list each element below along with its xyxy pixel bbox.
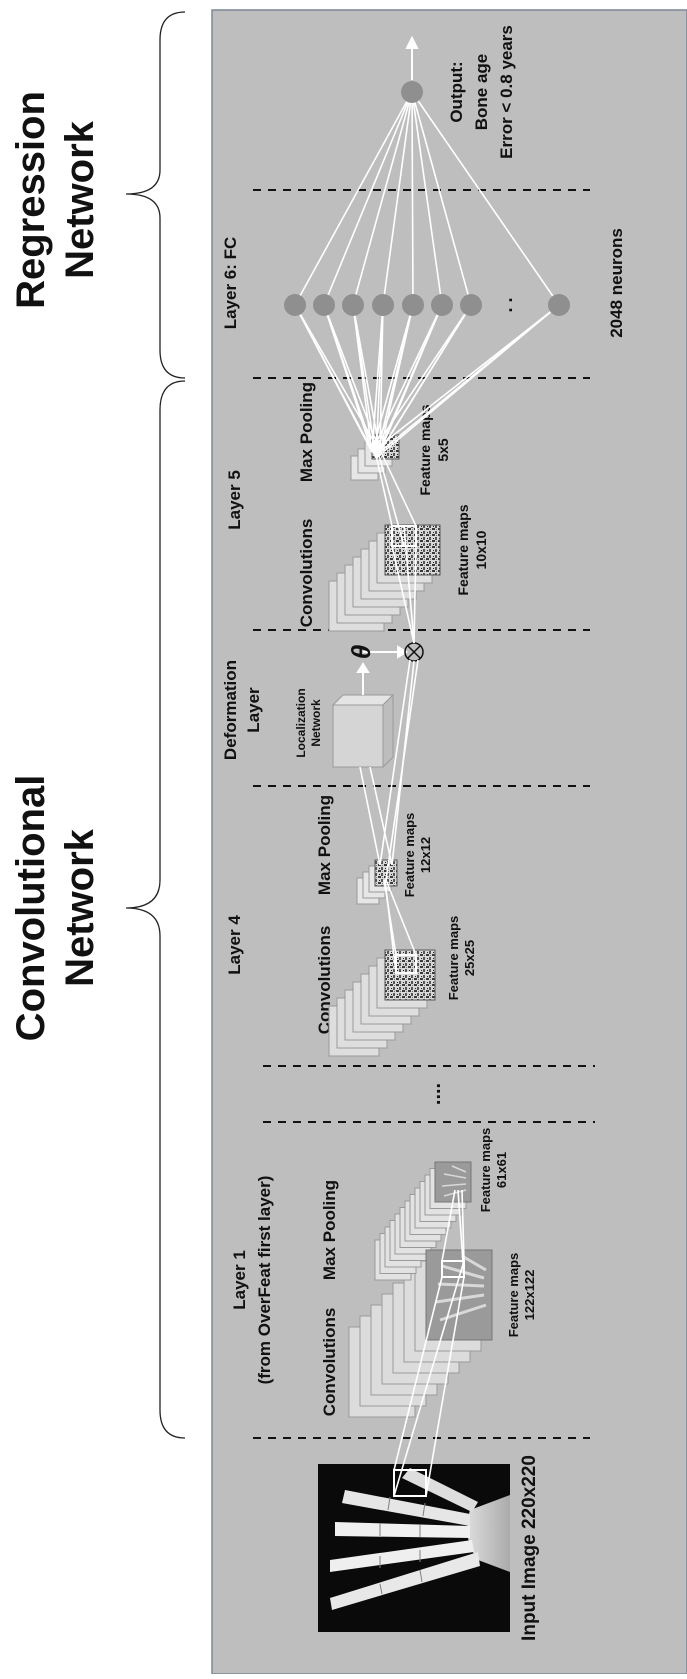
fc-output-connection [382, 91, 413, 306]
fc-input-connection [375, 304, 560, 459]
layer5-max-pooling-label: Max Pooling [297, 382, 316, 482]
fc-output-connection [411, 91, 560, 306]
localization-label-line2: Network [309, 699, 323, 747]
input-xray-image [318, 1464, 510, 1632]
layer5-conv-front-map [384, 524, 441, 576]
fc-neuron [372, 294, 394, 316]
layer5-convolutions-label: Convolutions [297, 519, 316, 628]
layer1-fm1-label-line2: 122x122 [522, 1270, 537, 1321]
layer4-fm2-label-line2: 12x12 [418, 837, 433, 873]
fc-neuron [342, 294, 364, 316]
fc-output-connection [411, 91, 443, 306]
layer5-fm2-label-line1: Feature maps [417, 404, 433, 495]
layer4-title: Layer 4 [225, 915, 244, 975]
input-image-label: Input Image 220x220 [519, 1455, 540, 1641]
fc-input-connection [294, 304, 377, 459]
layer6-title: Layer 6: FC [221, 237, 240, 330]
layer5-fm1-label-line1: Feature maps [455, 504, 471, 595]
localization-network-cube [331, 693, 395, 769]
diagram-panel [211, 9, 687, 1675]
theta-symbol: θ [346, 645, 376, 660]
fc-output-connection [411, 91, 414, 306]
fc-connections [294, 91, 560, 459]
fc-neuron-ellipsis: . . [496, 297, 516, 312]
deformation-title-line1: Deformation [221, 660, 240, 760]
fc-neuron [548, 294, 570, 316]
localization-label-line1: Localization [294, 688, 308, 757]
convolutional-heading-line2: Network [58, 828, 102, 987]
convolutional-brace [125, 380, 186, 1439]
fc-neuron [431, 294, 453, 316]
output-label-line1: Output: [447, 61, 466, 122]
regression-heading-line2: Network [58, 120, 102, 279]
fc-neurons [284, 294, 570, 316]
deformation-title-line2: Layer [244, 687, 263, 733]
connection-lines [359, 449, 465, 1497]
fc-neuron [284, 294, 306, 316]
layer1-convolutions-label: Convolutions [320, 1308, 339, 1417]
convolutional-heading-line1: Convolutional [9, 775, 53, 1042]
fc-neuron [313, 294, 335, 316]
layer4-conv-front-map [384, 949, 436, 1001]
layer5-fm2-label-line2: 5x5 [435, 438, 451, 462]
output-neuron [401, 81, 423, 103]
layer5-title: Layer 5 [225, 470, 244, 530]
fc-input-connection [371, 304, 472, 453]
layer1-conv-front-map [425, 1249, 493, 1341]
layer4-fm1-label-line1: Feature maps [446, 916, 461, 1001]
deformation-arrows [356, 645, 408, 695]
fc-neuron [402, 294, 424, 316]
output-arrow [405, 35, 419, 80]
fc-output-connection [411, 91, 472, 306]
layer1-fm1-label-line1: Feature maps [506, 1253, 521, 1338]
fc-neuron [460, 294, 482, 316]
regression-heading-line1: Regression [9, 91, 53, 309]
output-label-line3: Error < 0.8 years [497, 25, 516, 159]
layer-ellipsis: .... [423, 1083, 445, 1105]
layer4-fm2-label-line1: Feature maps [402, 813, 417, 898]
layer1-pool-front-map [434, 1161, 472, 1203]
fc-input-connection [375, 304, 443, 459]
fc-input-connection [371, 304, 414, 453]
layer5-fm1-label-line2: 10x10 [473, 530, 489, 569]
fc-input-connection [323, 304, 377, 459]
fc-input-connection [375, 304, 472, 459]
fc-output-connection [352, 91, 413, 306]
fc-input-connection [352, 304, 377, 459]
fc-output-connection [323, 91, 413, 306]
layer1-max-pooling-label: Max Pooling [320, 1180, 339, 1280]
fc-neuron-count-label: 2048 neurons [607, 228, 626, 338]
fc-input-connection [352, 304, 381, 453]
regression-brace [125, 11, 186, 379]
output-label-line2: Bone age [472, 54, 491, 131]
layer1-fm2-label-line2: 61x61 [494, 1152, 509, 1188]
layer4-fm1-label-line2: 25x25 [462, 940, 477, 976]
layer1-fm2-label-line1: Feature maps [478, 1128, 493, 1213]
fc-input-connection [371, 304, 560, 453]
fc-input-connection [371, 304, 443, 453]
layer1-title-line2: (from OverFeat first layer) [255, 1176, 274, 1385]
layer1-title-line1: Layer 1 [230, 1250, 249, 1310]
layer4-max-pooling-label: Max Pooling [315, 795, 334, 895]
fc-output-connection [294, 91, 413, 306]
